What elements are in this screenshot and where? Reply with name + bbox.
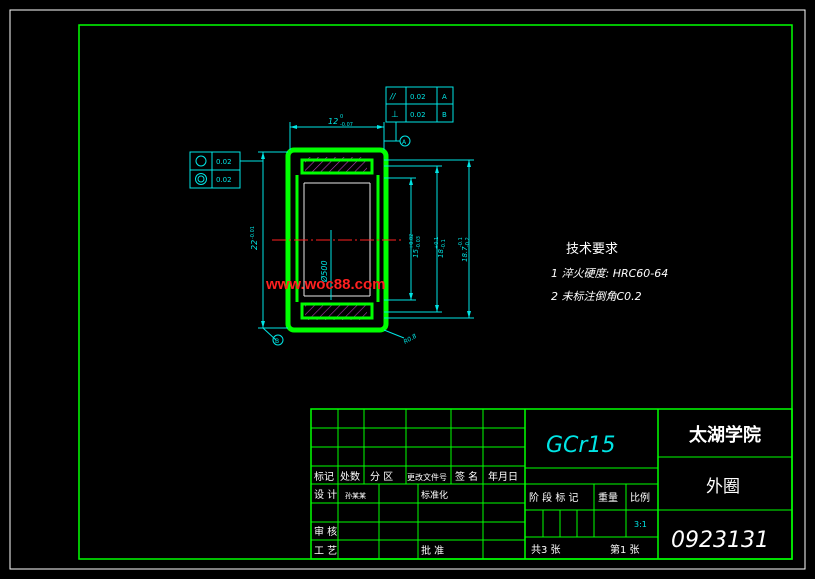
outer-dia-value: 22 xyxy=(250,240,259,250)
perpendicular-value: 0.02 xyxy=(410,111,426,119)
top-race-outline xyxy=(300,158,374,175)
dimensions: 12 0 -0.07 22 -0.01 Ø500 15 +0.02 -0.03 xyxy=(250,114,474,346)
label-change-doc: 更改文件号 xyxy=(407,472,447,482)
outer-sheet-border xyxy=(9,9,806,570)
dim-187-tol-low: -0.2 xyxy=(465,237,471,247)
cylindricity-icon xyxy=(195,173,207,185)
datum-a-label: A xyxy=(402,139,407,146)
dim-18-value: 18 xyxy=(437,249,445,258)
dim-15-tol-low: -0.03 xyxy=(416,236,422,249)
datum-a-marker xyxy=(399,135,411,147)
hatch-bottom xyxy=(305,304,367,320)
label-approve: 批 准 xyxy=(421,544,444,557)
part-name: 外圈 xyxy=(706,477,740,497)
label-count: 处数 xyxy=(340,470,360,483)
bottom-race-outline xyxy=(300,302,374,320)
part-section-view xyxy=(272,147,404,333)
dim-187-value: 18.7 xyxy=(461,246,469,262)
dim-18-tol-low: -0.1 xyxy=(441,239,447,249)
cylindricity-value: 0.02 xyxy=(216,176,232,184)
parallel-symbol: // xyxy=(389,92,397,101)
label-zone: 分 区 xyxy=(370,471,393,483)
label-signature: 签 名 xyxy=(455,470,478,483)
roundness-value: 0.02 xyxy=(216,158,232,166)
dim-15-tol-up: +0.02 xyxy=(409,234,415,249)
radius-label: R0.8 xyxy=(403,333,419,346)
width-dim-tol-up: 0 xyxy=(340,114,343,120)
label-stage: 阶 段 标 记 xyxy=(529,491,579,504)
width-dim-value: 12 xyxy=(328,117,338,126)
tech-notes-title: 技术要求 xyxy=(566,242,618,257)
scale-value: 3:1 xyxy=(634,520,647,529)
dim-18-tol-up: +0.1 xyxy=(434,237,440,249)
label-mark: 标记 xyxy=(314,471,334,483)
inner-dia-value: Ø500 xyxy=(319,260,329,283)
school-name: 太湖学院 xyxy=(689,424,761,446)
label-date: 年月日 xyxy=(488,470,518,483)
tolerance-frame-right: // 0.02 A ⊥ 0.02 B A xyxy=(384,86,454,147)
tolerance-frame-left: 0.02 0.02 xyxy=(189,151,263,189)
dim-187-tol-up: -0.1 xyxy=(458,237,464,247)
sheet-number: 第1 张 xyxy=(610,543,640,556)
perpendicular-datum: B xyxy=(442,111,447,119)
technical-notes: 技术要求 1 淬火硬度: HRC60-64 2 未标注倒角C0.2 xyxy=(551,242,668,303)
label-standardize: 标准化 xyxy=(421,489,448,501)
parallel-datum: A xyxy=(442,93,447,101)
label-review: 审 核 xyxy=(314,525,337,538)
label-process: 工 艺 xyxy=(314,545,337,557)
label-weight: 重量 xyxy=(598,491,618,504)
perpendicular-symbol: ⊥ xyxy=(391,110,399,120)
material: GCr15 xyxy=(546,433,615,458)
watermark: www.woc88.com xyxy=(265,276,385,293)
tech-note-2: 2 未标注倒角C0.2 xyxy=(551,290,642,303)
title-block: 标记 处数 分 区 更改文件号 签 名 年月日 设 计 孙某某 标准化 审 核 … xyxy=(310,408,793,560)
roundness-icon xyxy=(195,155,207,167)
datum-b-marker: B xyxy=(262,327,284,346)
datum-b-label: B xyxy=(275,338,279,345)
width-dim-tol-low: -0.07 xyxy=(340,122,353,128)
tech-note-1: 1 淬火硬度: HRC60-64 xyxy=(551,267,668,280)
label-design: 设 计 xyxy=(314,488,337,501)
label-scale: 比例 xyxy=(630,491,650,504)
outer-dia-tol: -0.01 xyxy=(250,226,256,239)
dim-15-value: 15 xyxy=(412,249,420,258)
designer-name: 孙某某 xyxy=(345,491,366,500)
sheets-total: 共3 张 xyxy=(531,544,561,556)
parallel-value: 0.02 xyxy=(410,93,426,101)
drawing-number: 0923131 xyxy=(671,528,769,553)
